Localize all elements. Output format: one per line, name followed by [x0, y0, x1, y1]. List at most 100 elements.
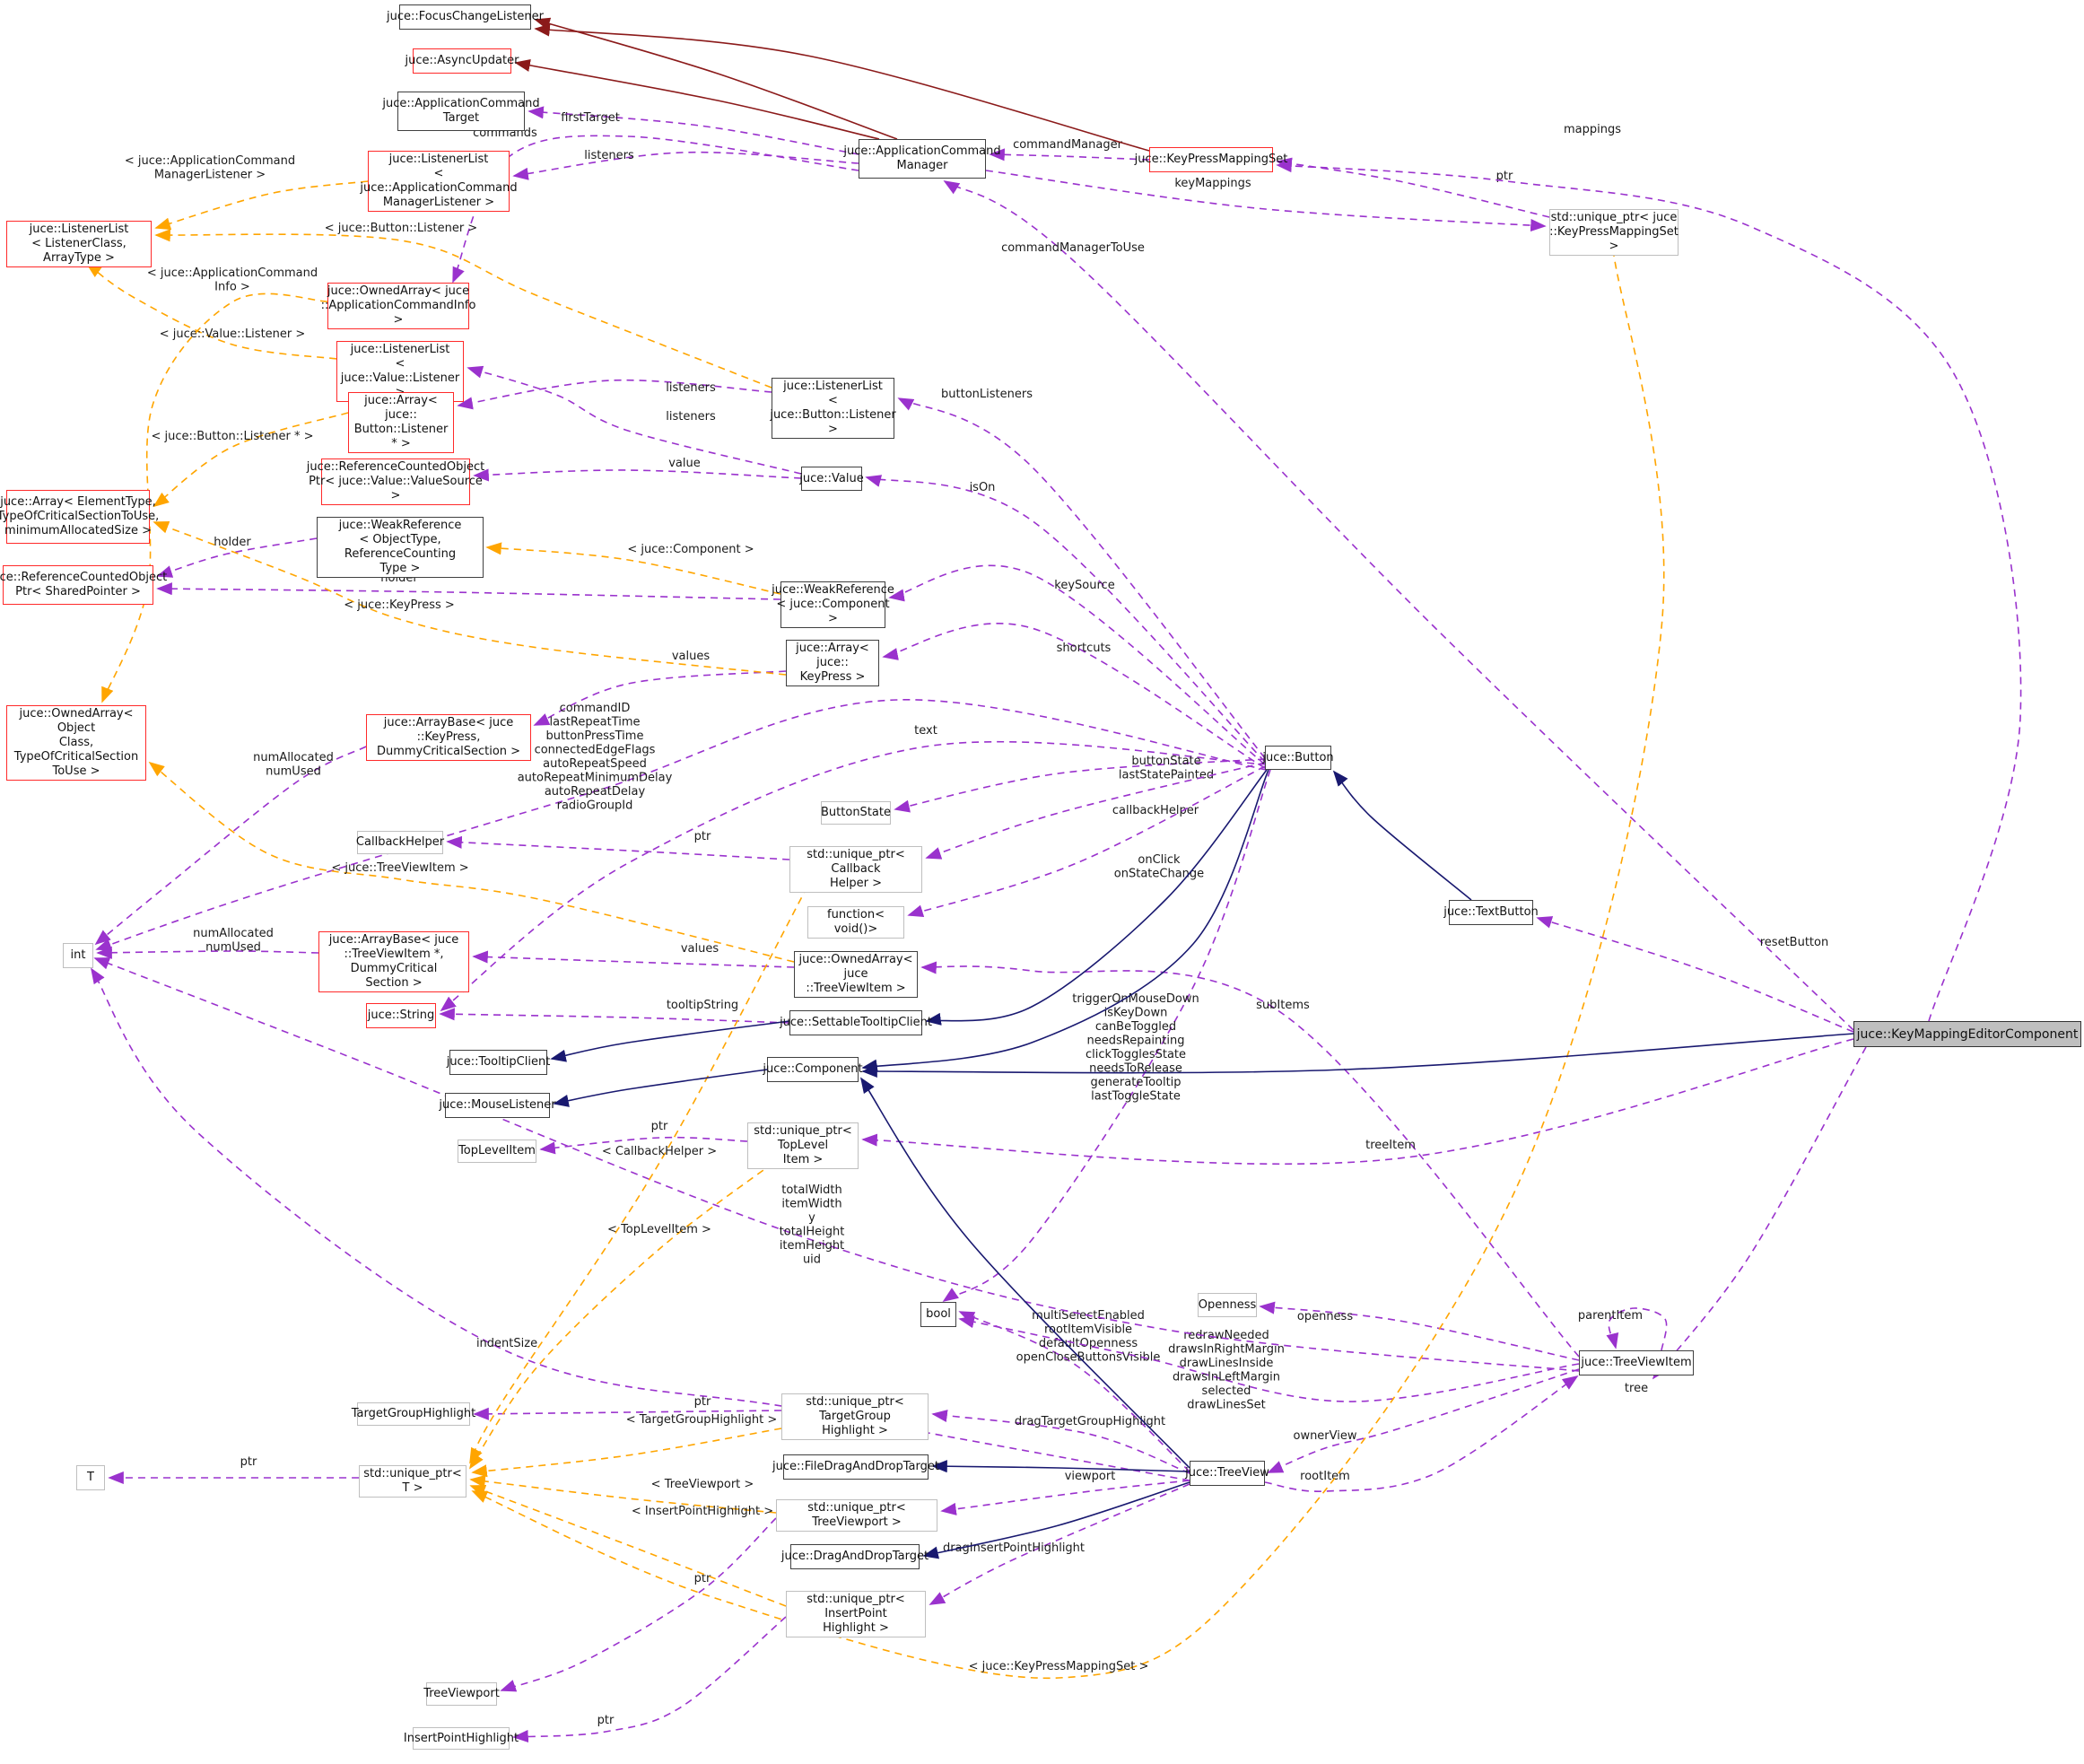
node-treeview[interactable]: juce::TreeView: [1185, 1461, 1269, 1486]
node-component[interactable]: juce::Component: [763, 1057, 863, 1082]
edge-e-ptr-tgh: [473, 1407, 782, 1420]
node-array-elementtype[interactable]: juce::Array< ElementType, TypeOfCritical…: [0, 490, 159, 544]
edge-e-tree: [1652, 1046, 1867, 1380]
node-tooltip-client[interactable]: juce::TooltipClient: [447, 1050, 550, 1075]
edge-e-redraw-stack: [958, 1315, 1580, 1402]
edge-e-totalwidth-stack: [93, 957, 1580, 1372]
node-button-state: ButtonState: [821, 801, 891, 825]
edge-label-e-callback-helper: callbackHelper: [1112, 804, 1199, 817]
node-weakreference-component[interactable]: juce::WeakReference < juce::Component >: [772, 581, 894, 628]
node-async-updater[interactable]: juce::AsyncUpdater: [405, 48, 519, 74]
edge-e-tree-item: [861, 1038, 1854, 1166]
edge-label-t-tgh: < TargetGroupHighlight >: [626, 1413, 778, 1427]
edge-t-button-listener: [154, 229, 772, 389]
edge-i-acm-async: [514, 58, 880, 140]
node-refcountedobjectptr-value-valuesource[interactable]: juce::ReferenceCountedObject Ptr< juce::…: [307, 458, 484, 505]
node-file-drag-and-drop-target[interactable]: juce::FileDragAndDropTarget: [772, 1454, 939, 1480]
edge-label-e-text: text: [914, 724, 937, 738]
edge-e-listeners-value: [467, 365, 802, 475]
node-keypress-mapping-set[interactable]: juce::KeyPressMappingSet: [1135, 147, 1287, 172]
edge-e-button-state: [894, 758, 1266, 813]
edge-i-kmec-component: [861, 1033, 1854, 1078]
edge-label-e-subitems: subItems: [1256, 999, 1310, 1012]
node-drag-and-drop-target[interactable]: juce::DragAndDropTarget: [781, 1544, 929, 1569]
edge-label-e-ptr-tgh: ptr: [694, 1395, 711, 1409]
edge-i-kpms-focus: [534, 23, 1150, 152]
edge-e-subitems: [920, 961, 1580, 1358]
node-arraybase-keypress[interactable]: juce::ArrayBase< juce ::KeyPress, DummyC…: [366, 714, 531, 761]
node-application-command-target[interactable]: juce::ApplicationCommand Target: [382, 92, 540, 131]
edge-e-commands: [452, 135, 859, 284]
edge-label-e-ptr-toplevel: ptr: [651, 1120, 668, 1133]
node-button[interactable]: juce::Button: [1262, 746, 1334, 770]
edge-e-commandid-stack: [95, 699, 1268, 951]
edge-t-iph: [469, 1484, 787, 1607]
edge-label-t-keypress: < juce::KeyPress >: [344, 598, 455, 612]
edge-label-t-button-listener: < juce::Button::Listener >: [325, 222, 477, 235]
edge-label-e-ptr-iph: ptr: [597, 1714, 615, 1727]
node-mouse-listener[interactable]: juce::MouseListener: [439, 1093, 556, 1118]
edge-label-e-reset-button: resetButton: [1760, 936, 1828, 949]
node-treeviewport: TreeViewport: [423, 1682, 500, 1706]
edge-e-parent-item: [1606, 1307, 1668, 1351]
node-listenerlist-button-listener[interactable]: juce::ListenerList < juce::Button::Liste…: [770, 378, 896, 439]
node-listenerlist-value-listener[interactable]: juce::ListenerList < juce::Value::Listen…: [336, 341, 464, 402]
edge-t-kpms: [471, 249, 1665, 1680]
edge-t-tgh: [471, 1428, 782, 1478]
edge-e-key-mappings: [985, 170, 1547, 232]
node-listenerlist-app-command-manager-listener[interactable]: juce::ListenerList < juce::ApplicationCo…: [360, 151, 518, 212]
edge-i-treeview-component: [860, 1077, 1190, 1469]
edge-label-e-drag-iph: dragInsertPointHighlight: [943, 1541, 1085, 1555]
edge-e-reset-button: [1536, 916, 1854, 1033]
edge-e-drag-tgh: [931, 1410, 1190, 1474]
node-insert-point-highlight: InsertPointHighlight: [404, 1727, 519, 1750]
edge-e-onclick: [907, 765, 1266, 918]
edge-i-settable-tooltip: [550, 1020, 790, 1062]
edge-e-drag-iph: [929, 1483, 1190, 1605]
node-array-keypress[interactable]: juce::Array< juce:: KeyPress >: [786, 640, 879, 686]
edge-label-e-openness: openness: [1297, 1310, 1353, 1323]
node-int: int: [63, 943, 93, 968]
node-array-button-listener[interactable]: juce::Array< juce:: Button::Listener * >: [348, 392, 454, 453]
node-focus-change-listener[interactable]: juce::FocusChangeListener: [387, 4, 544, 30]
edge-label-e-key-source: keySource: [1054, 579, 1114, 592]
edge-label-e-value: value: [668, 457, 701, 470]
edge-label-e-listeners-llbl: listeners: [666, 381, 716, 395]
node-arraybase-treeviewitem[interactable]: juce::ArrayBase< juce ::TreeViewItem *, …: [318, 931, 469, 992]
edge-label-t-button-listener-ptr: < juce::Button::Listener * >: [151, 430, 313, 443]
node-refcountedobjectptr-sharedpointer[interactable]: juce::ReferenceCountedObject Ptr< Shared…: [0, 565, 167, 605]
node-top-level-item: TopLevelItem: [458, 1140, 536, 1163]
edge-i-component-mouse: [553, 1069, 768, 1107]
node-settable-tooltip-client[interactable]: juce::SettableTooltipClient: [780, 1010, 932, 1035]
edge-t-value-listener: [85, 262, 337, 360]
edge-label-e-button-listeners: buttonListeners: [941, 388, 1033, 401]
node-textbutton[interactable]: juce::TextButton: [1443, 900, 1539, 925]
node-value[interactable]: juce::Value: [799, 467, 864, 491]
node-target-group-highlight: TargetGroupHighlight: [352, 1402, 475, 1426]
node-weakreference-generic[interactable]: juce::WeakReference < ObjectType, Refere…: [317, 517, 484, 578]
node-ownedarray-treeviewitem[interactable]: juce::OwnedArray< juce ::TreeViewItem >: [794, 951, 918, 998]
edge-e-numalloc-lower: [96, 946, 319, 959]
node-listenerlist-generic[interactable]: juce::ListenerList < ListenerClass, Arra…: [6, 221, 152, 267]
node-treeviewitem[interactable]: juce::TreeViewItem: [1579, 1350, 1694, 1375]
node-ownedarray-objectclass[interactable]: juce::OwnedArray< Object Class, TypeOfCr…: [6, 705, 146, 781]
node-application-command-manager[interactable]: juce::ApplicationCommand Manager: [843, 139, 1001, 179]
edge-label-e-owner-view: ownerView: [1293, 1429, 1356, 1443]
node-string[interactable]: juce::String: [366, 1003, 436, 1028]
node-ownedarray-application-command-info[interactable]: juce::OwnedArray< juce ::ApplicationComm…: [321, 283, 475, 329]
node-t: T: [76, 1465, 105, 1490]
edge-e-values-upper: [533, 670, 787, 726]
edge-label-e-listeners-value: listeners: [666, 410, 716, 424]
node-unique-ptr-keypress-mapping-set: std::unique_ptr< juce ::KeyPressMappingS…: [1549, 209, 1679, 256]
edge-label-t-callbackhelper: < CallbackHelper >: [602, 1145, 717, 1158]
edge-label-e-ptr-kpms: ptr: [1496, 170, 1513, 183]
edge-label-e-parent-item: parentItem: [1578, 1309, 1643, 1323]
edge-label-e-viewport: viewport: [1065, 1470, 1116, 1483]
edge-e-key-source: [888, 564, 1266, 765]
edge-e-mappings: [1276, 160, 2022, 1022]
